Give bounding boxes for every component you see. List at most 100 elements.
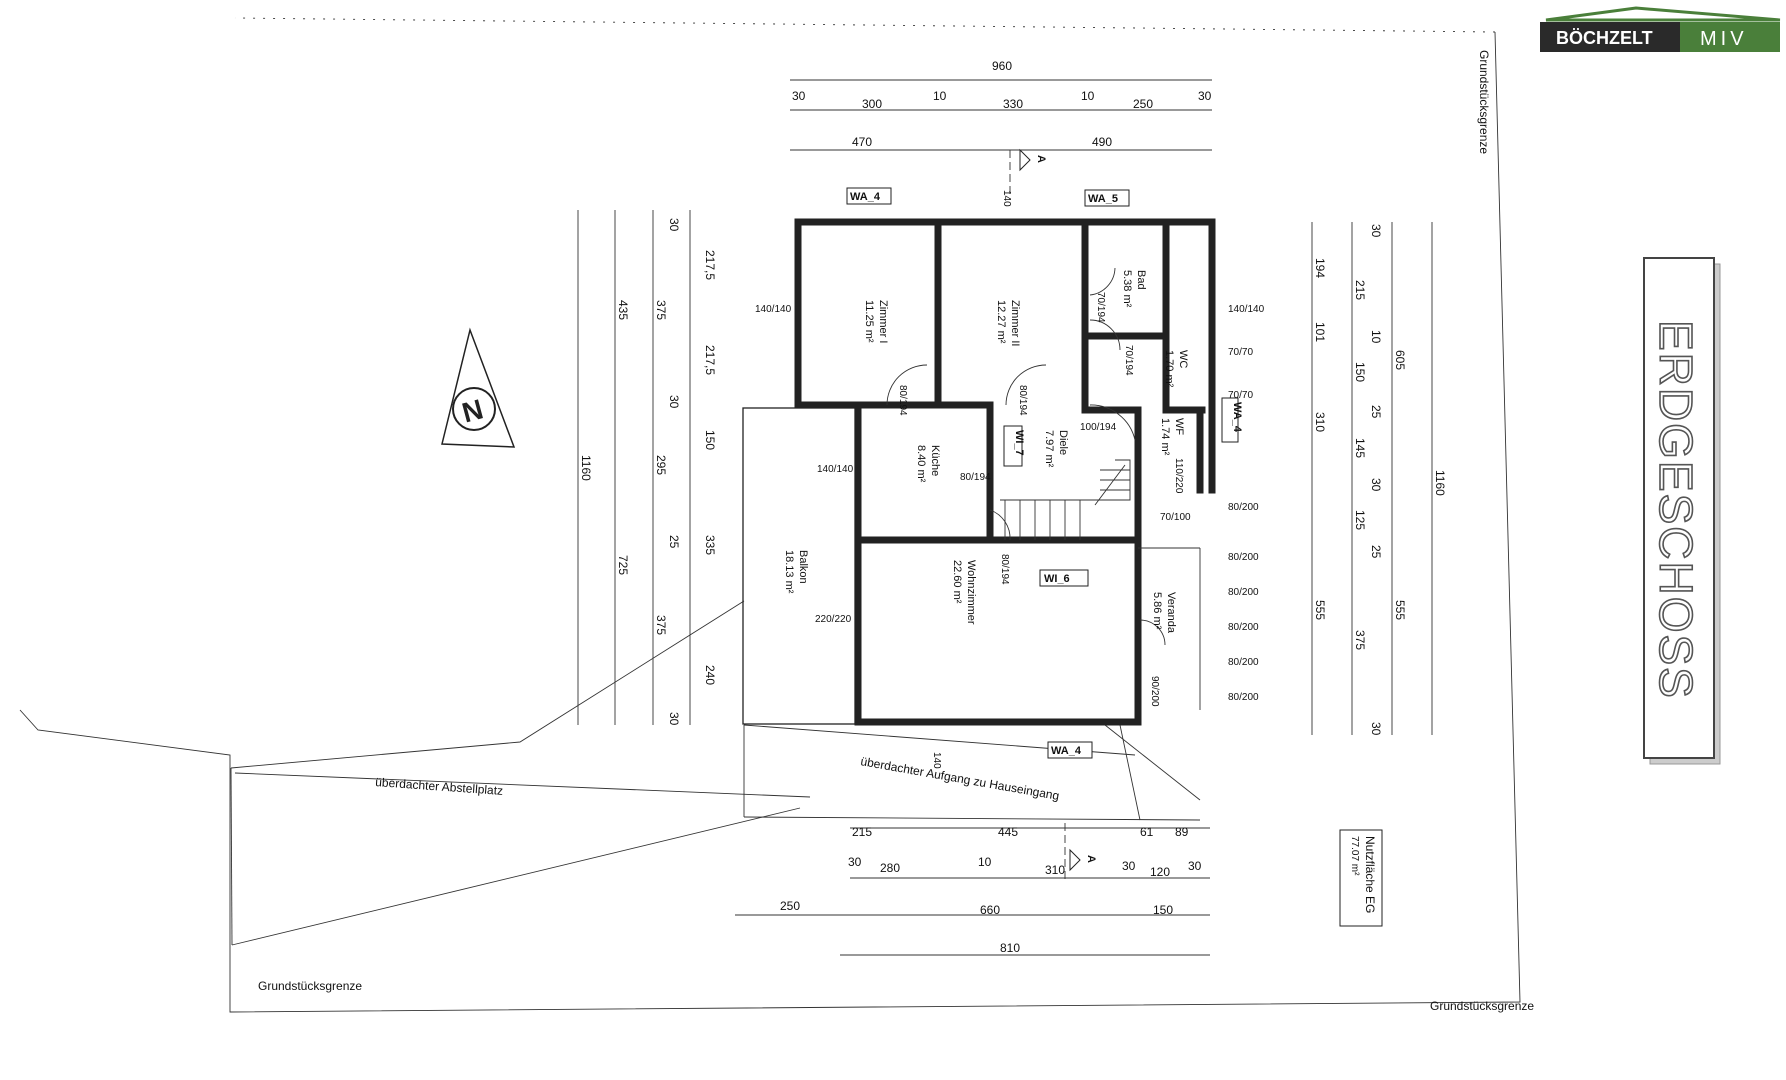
dim: 30 — [667, 395, 681, 409]
dim: 120 — [1150, 865, 1170, 879]
usable-area-box: Nutzfläche EG 77.07 m² — [1339, 829, 1383, 927]
room-name: Diele — [1057, 430, 1069, 455]
dim: 30 — [1198, 89, 1212, 103]
dim: 125 — [1353, 510, 1367, 530]
dim: 30 — [848, 855, 862, 869]
logo: BÖCHZELT MIV — [1540, 6, 1781, 52]
dim: 25 — [667, 535, 681, 549]
dim: 30 — [1188, 859, 1202, 873]
dim: 10 — [1081, 89, 1095, 103]
section-marker-top: A — [1009, 148, 1047, 200]
dim: 240 — [703, 665, 717, 685]
room-name: WF — [1173, 418, 1185, 435]
room-name: Bad — [1135, 270, 1147, 290]
room-name: Zimmer II — [1009, 300, 1021, 346]
window-tag: WA_5 — [1088, 193, 1118, 205]
dim: 145 — [1353, 438, 1367, 458]
dim: 250 — [1133, 97, 1153, 111]
dim: 660 — [980, 903, 1000, 917]
dim: 10 — [1369, 330, 1383, 344]
carport-label: überdachter Abstellplatz — [375, 775, 504, 798]
room-name: Veranda — [1165, 592, 1177, 634]
title-erdgeschoss: ERDGESCHOSS — [1650, 320, 1702, 700]
title-panel: ERDGESCHOSS — [1643, 257, 1721, 765]
usable-area-label: Nutzfläche EG — [1363, 836, 1377, 913]
dims-left: 1160 435 725 30 375 30 295 25 375 30 217… — [579, 218, 717, 726]
logo-name: BÖCHZELT — [1556, 28, 1653, 48]
dim: 30 — [1369, 224, 1383, 238]
dim: 89 — [1175, 825, 1189, 839]
dim: 605 — [1393, 350, 1407, 370]
dim: 1160 — [579, 455, 593, 481]
room-name: Wohnzimmer — [965, 560, 977, 625]
opening-annotations: 140/140 140/140 140/140 220/220 80/194 8… — [755, 190, 1265, 769]
room-area: 11.25 m² — [863, 300, 875, 343]
section-marker-bottom: A — [1064, 823, 1097, 880]
room-name: Zimmer I — [877, 300, 889, 343]
stairs — [1000, 459, 1131, 540]
opening: 140 — [931, 752, 942, 769]
dim: 375 — [654, 300, 668, 320]
opening: 80/200 — [1228, 657, 1259, 668]
window-tag: WI_7 — [1013, 430, 1025, 456]
dim: 280 — [880, 861, 900, 875]
section-label: A — [1085, 855, 1097, 863]
room-labels: Zimmer I 11.25 m² Zimmer II 12.27 m² Bad… — [783, 270, 1189, 634]
dim: 150 — [1153, 903, 1173, 917]
dims-right: 194 101 310 555 30 215 10 150 25 145 30 … — [1313, 224, 1447, 736]
boundary-label-bottom-left: Grundstücksgrenze — [258, 979, 362, 993]
opening: 110/220 — [1173, 458, 1184, 494]
opening: 80/194 — [897, 385, 908, 416]
dims-top: 960 30 300 10 330 10 250 30 470 490 — [792, 59, 1212, 149]
opening: 140/140 — [755, 304, 792, 315]
opening: 100/194 — [1080, 422, 1117, 433]
dim: 725 — [616, 555, 630, 575]
logo-suffix: MIV — [1700, 28, 1748, 50]
dim: 25 — [1369, 405, 1383, 419]
opening: 220/220 — [815, 614, 852, 625]
dims-bottom: 215 445 61 89 30 280 10 310 30 120 30 25… — [780, 825, 1202, 955]
boundary-label-top-right: Grundstücksgrenze — [1477, 50, 1491, 154]
dim: 470 — [852, 135, 872, 149]
window-tag: WA_4 — [1231, 402, 1243, 433]
north-arrow: N — [441, 327, 516, 448]
dim: 101 — [1313, 322, 1327, 342]
opening: 70/194 — [1123, 345, 1134, 376]
dim: 335 — [703, 535, 717, 555]
opening: 70/70 — [1228, 390, 1253, 401]
window-tags: WA_4 WA_5 WA_4 WA_4 WI_7 WI_6 — [846, 187, 1243, 759]
dim: 445 — [998, 825, 1018, 839]
boundary-label-bottom-right: Grundstücksgrenze — [1430, 999, 1534, 1013]
opening: 80/194 — [960, 472, 991, 483]
opening: 80/200 — [1228, 622, 1259, 633]
usable-area-value: 77.07 m² — [1349, 836, 1360, 876]
dim: 30 — [1369, 722, 1383, 736]
room-area: 18.13 m² — [783, 550, 795, 594]
opening: 70/70 — [1228, 347, 1253, 358]
dim: 435 — [616, 300, 630, 320]
opening: 80/200 — [1228, 552, 1259, 563]
dim: 30 — [667, 218, 681, 232]
dim: 194 — [1313, 258, 1327, 278]
opening: 70/194 — [1095, 292, 1106, 323]
walls — [794, 218, 1216, 726]
door-swings — [886, 267, 1166, 646]
dim: 10 — [933, 89, 947, 103]
room-area: 8.40 m² — [915, 445, 927, 483]
opening: 70/100 — [1160, 512, 1191, 523]
dim: 295 — [654, 455, 668, 475]
dim: 215 — [1353, 280, 1367, 300]
room-name: WC — [1177, 350, 1189, 368]
dim: 375 — [654, 615, 668, 635]
dim: 375 — [1353, 630, 1367, 650]
dim: 250 — [780, 899, 800, 913]
room-area: 1.74 m² — [1159, 418, 1171, 456]
carport-area — [230, 600, 1201, 946]
opening: 140 — [1001, 190, 1012, 207]
room-area: 12.27 m² — [995, 300, 1007, 344]
opening: 140/140 — [1228, 304, 1265, 315]
opening: 80/194 — [999, 554, 1010, 585]
dim: 215 — [852, 825, 872, 839]
window-tag: WA_4 — [850, 191, 881, 203]
dim: 150 — [1353, 362, 1367, 382]
